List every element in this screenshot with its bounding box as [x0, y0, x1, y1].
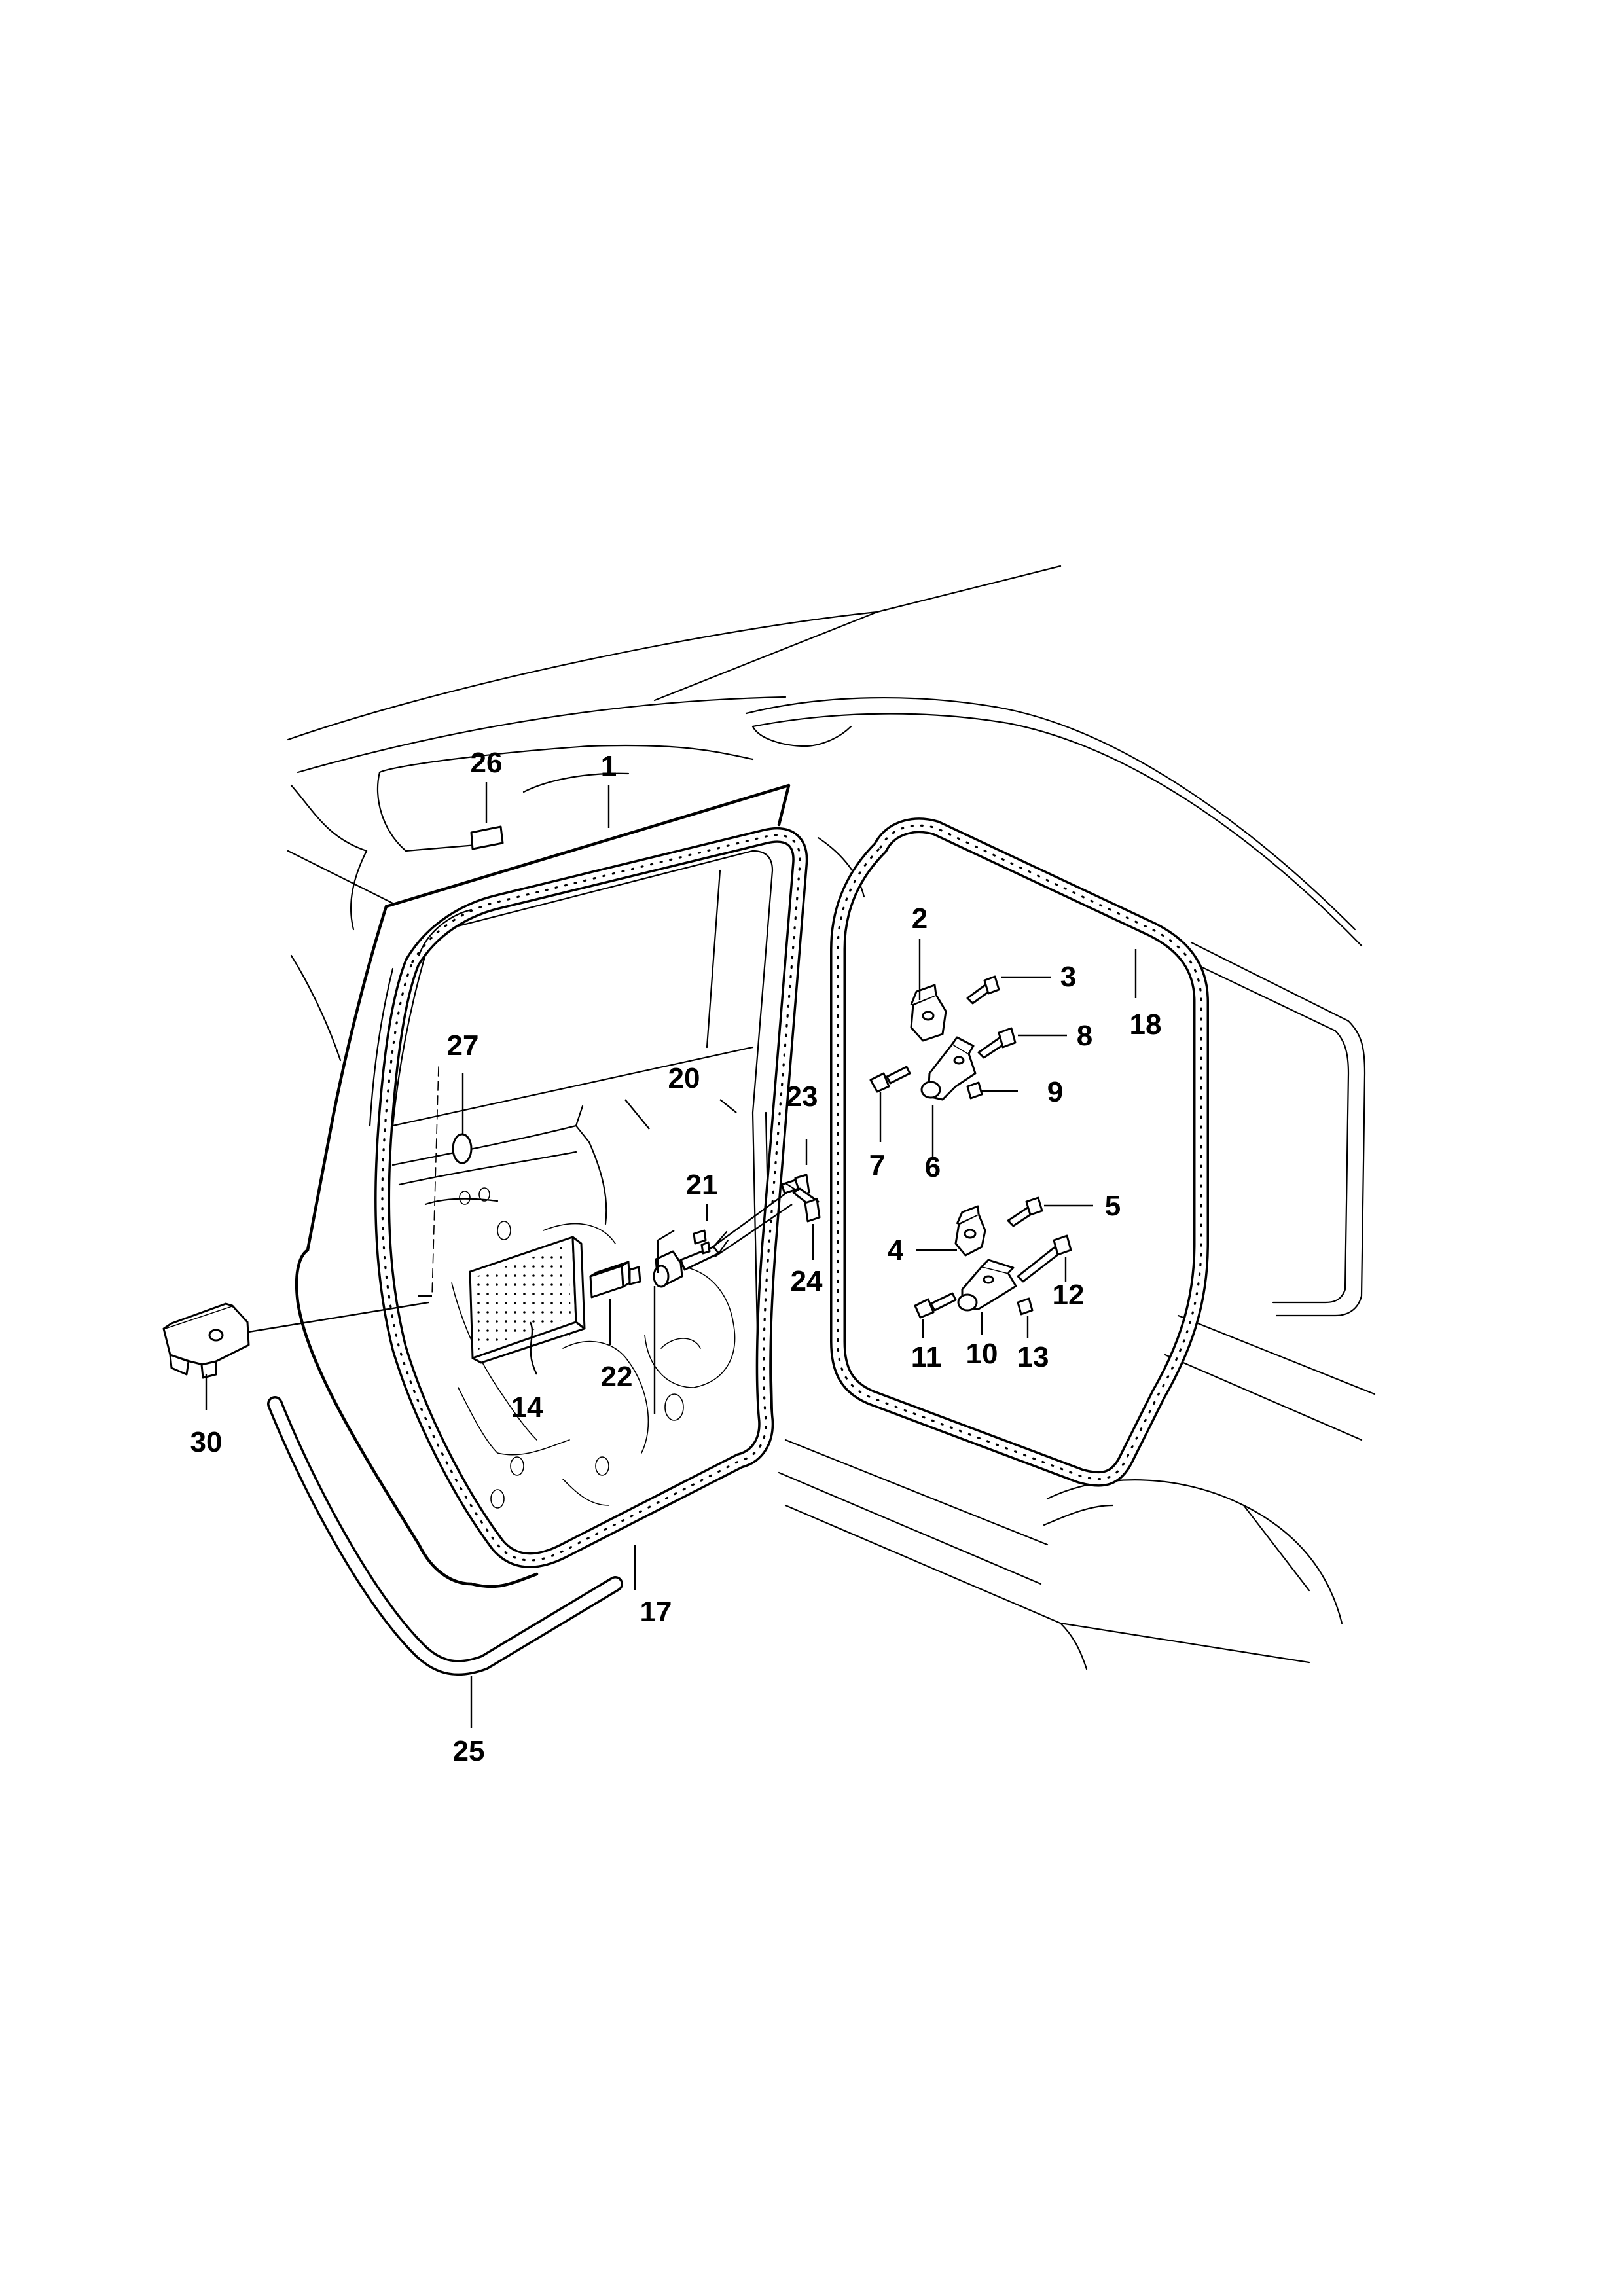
label-sticker-part-26 [470, 825, 504, 850]
callout-11: 11 [911, 1341, 942, 1373]
callout-25: 25 [453, 1735, 485, 1767]
callout-13: 13 [1017, 1341, 1049, 1373]
bolt-part-5 [1007, 1196, 1043, 1227]
door-sill-seal-25 [267, 1396, 623, 1676]
callout-26: 26 [471, 747, 503, 779]
callout-3: 3 [1060, 961, 1076, 993]
door-opening-seal-18 [830, 817, 1209, 1487]
callout-18: 18 [1130, 1009, 1162, 1041]
callout-14: 14 [511, 1391, 543, 1424]
callout-9: 9 [1047, 1076, 1063, 1108]
insulation-pad-part-14 [469, 1236, 586, 1364]
callout-17: 17 [640, 1596, 672, 1628]
hinge-body-part-2 [910, 984, 947, 1042]
callout-2: 2 [912, 903, 928, 935]
callout-27: 27 [447, 1030, 479, 1062]
car-body-outline [287, 565, 1376, 1670]
callout-labels: 1 26 27 2 3 8 18 9 23 7 6 5 4 12 11 10 1… [190, 747, 1162, 1767]
grommet-part-27 [452, 1133, 473, 1164]
rear-door-shell [295, 783, 791, 1588]
bolt-part-24 [792, 1187, 821, 1223]
callout-23: 23 [786, 1081, 818, 1113]
door-check-part-20 [653, 1229, 729, 1288]
callout-1: 1 [601, 750, 617, 782]
bolt-part-11 [914, 1292, 957, 1319]
hinge-door-part-10 [957, 1259, 1017, 1312]
callout-7: 7 [869, 1149, 885, 1181]
leader-lines [205, 782, 1137, 1728]
hinge-door-part-6 [920, 1036, 977, 1101]
door-frame-seal-17 [369, 827, 808, 1568]
bolt-part-12 [1017, 1234, 1072, 1283]
bush-part-13 [1017, 1297, 1034, 1316]
switch-part-22 [589, 1261, 641, 1299]
callout-20: 20 [668, 1062, 700, 1094]
callout-24: 24 [791, 1265, 823, 1297]
bolt-part-8 [977, 1027, 1017, 1059]
callout-22: 22 [601, 1361, 633, 1393]
callout-10: 10 [966, 1338, 998, 1370]
bush-part-9 [966, 1081, 983, 1100]
bolt-part-3 [966, 975, 1000, 1005]
striker-part-30 [162, 1302, 250, 1379]
hinge-body-part-4 [954, 1205, 986, 1257]
callout-12: 12 [1053, 1279, 1085, 1311]
callout-8: 8 [1077, 1020, 1092, 1052]
callout-6: 6 [925, 1151, 941, 1183]
callout-5: 5 [1105, 1190, 1121, 1222]
callout-21: 21 [686, 1169, 718, 1201]
callout-4: 4 [888, 1234, 904, 1266]
bolt-part-23 [780, 1174, 810, 1198]
callout-30: 30 [190, 1426, 223, 1458]
bolt-part-7 [869, 1066, 911, 1093]
